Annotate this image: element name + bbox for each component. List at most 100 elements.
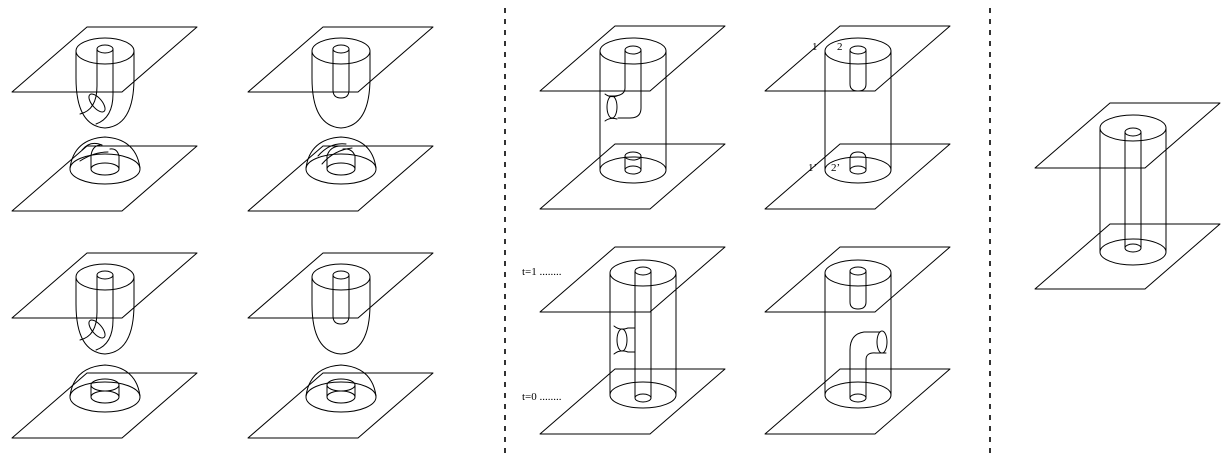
lower-ellipse [824, 381, 892, 409]
left-panel-cell-bottom-left [11, 252, 198, 439]
plane [11, 252, 198, 319]
label-t1: t=1 ........ [522, 266, 562, 278]
neck-ellipse [876, 330, 888, 354]
inner-tube [332, 274, 350, 325]
plane [539, 25, 726, 92]
plane [1034, 102, 1221, 169]
lower-ellipse [609, 381, 677, 409]
dome-inner [326, 390, 356, 404]
middle-panel-cell-bottom-right [764, 246, 951, 435]
label-endpoint-2: 2 [837, 41, 843, 53]
plane [539, 368, 726, 435]
bent-tube [849, 331, 881, 399]
cup-surface [311, 276, 371, 355]
plane [11, 26, 198, 93]
inner-tube-top [96, 270, 114, 280]
plane [11, 372, 198, 439]
bent-tube [95, 274, 114, 351]
neck-arc [613, 350, 636, 355]
neck-arc [604, 117, 618, 122]
plane [1034, 223, 1221, 290]
upper-ellipse [824, 259, 892, 287]
dome-base [69, 381, 141, 413]
plane [764, 143, 951, 210]
inner-tube-top [624, 45, 642, 55]
dome-tube-top [326, 378, 356, 392]
bottom-tube-inner [849, 165, 867, 175]
bent-tube [79, 274, 98, 341]
label-endpoint-2-prime: 2’ [831, 162, 840, 174]
neck-ellipse [88, 93, 106, 113]
dome [305, 136, 377, 169]
neck-ellipse [606, 95, 618, 119]
bottom-tube [849, 151, 867, 171]
plane [539, 246, 726, 313]
bent-tube [95, 48, 114, 125]
label-t0: t=0 ........ [522, 391, 562, 403]
upper-ellipse [311, 37, 371, 65]
inner-tube-top [849, 266, 867, 276]
label-endpoint-1: 1 [812, 41, 818, 53]
middle-panel-cell-bottom-left: t=1 ........ t=0 ........ [522, 246, 726, 435]
inner-tube-top [849, 45, 867, 55]
plane [11, 145, 198, 212]
dome-inner [326, 162, 356, 176]
arc [321, 147, 353, 165]
arc [317, 143, 347, 157]
bottom-tube-top [624, 151, 642, 161]
bottom-tube-inner [1124, 243, 1142, 253]
inner-tube [332, 48, 350, 99]
cup-surface [75, 50, 135, 129]
dome [69, 136, 141, 169]
dome-inner [90, 162, 120, 176]
neck-ellipse [616, 328, 628, 352]
bottom-tube-inner [849, 393, 867, 403]
dome-tube-top [90, 378, 120, 392]
plane [764, 25, 951, 92]
dome [69, 364, 141, 397]
bottom-tube-inner [634, 393, 652, 403]
dome-tube [109, 148, 120, 170]
inner-tube-top [332, 270, 350, 280]
bent-tube [608, 49, 626, 97]
inner-tube-top [332, 44, 350, 54]
dome-base [305, 153, 377, 185]
arc [81, 142, 103, 151]
dome-base [305, 381, 377, 413]
plane [764, 246, 951, 313]
plane [247, 252, 434, 319]
inner-tube [849, 270, 867, 310]
inner-tube-top [96, 44, 114, 54]
inner-tube-top [1124, 127, 1142, 137]
arc [79, 151, 109, 162]
neck-arc [604, 93, 618, 98]
left-panel-cell-bottom-right [247, 252, 434, 439]
upper-ellipse [824, 37, 892, 65]
dome-inner [90, 390, 120, 404]
left-panel-cell-top-right [247, 26, 434, 212]
plane [247, 145, 434, 212]
upper-ellipse [311, 263, 371, 291]
bent-tube [79, 48, 98, 115]
right-panel-cell [1034, 102, 1221, 290]
dome-tube [326, 145, 342, 170]
dome-tube [90, 144, 101, 170]
inner-tube [849, 49, 867, 92]
plane [764, 368, 951, 435]
middle-panel-cell-top-left [539, 25, 726, 210]
bottom-tube-inner [624, 165, 642, 175]
upper-ellipse [75, 263, 135, 291]
inner-tube-top [634, 266, 652, 276]
label-endpoint-1-prime: 1’ [808, 162, 817, 174]
upper-ellipse [599, 37, 667, 65]
bent-tube [865, 352, 887, 399]
plane [247, 26, 434, 93]
upper-ellipse [609, 259, 677, 287]
dome-base [69, 153, 141, 185]
dome [305, 364, 377, 397]
upper-ellipse [75, 37, 135, 65]
lower-ellipse [599, 156, 667, 184]
neck-ellipse [88, 319, 106, 339]
middle-panel-cell-top-right: 1 2 1’ 2’ [764, 25, 951, 210]
